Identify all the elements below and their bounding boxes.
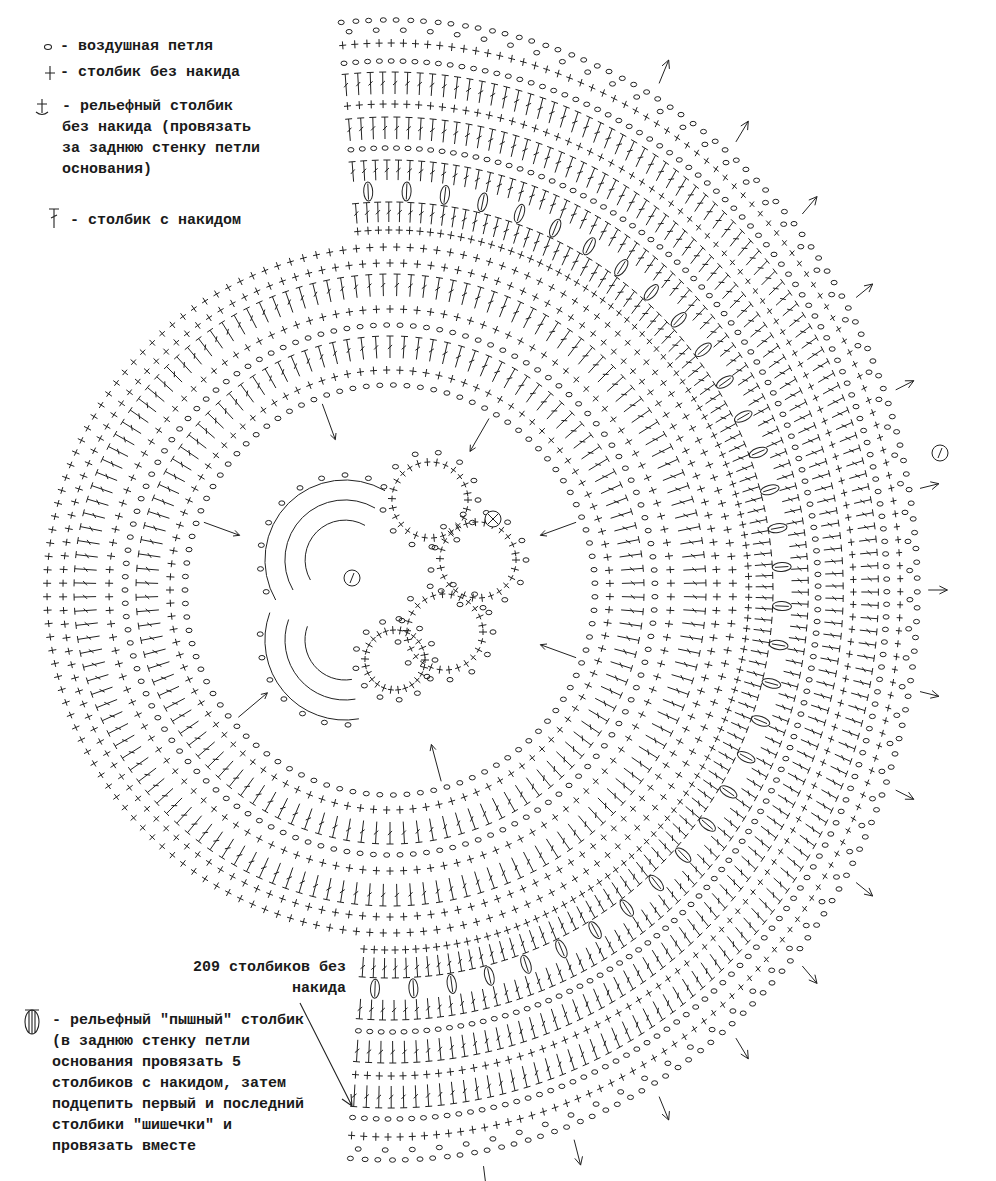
puff-stitch [370, 979, 380, 998]
puff-stitch [669, 310, 689, 329]
puff-symbol [25, 1010, 39, 1034]
puff-stitch [402, 182, 412, 201]
puff-stitch [759, 483, 780, 496]
legend-text: - воздушная петля [60, 38, 213, 55]
puff-stitch [363, 182, 373, 201]
puff-stitch [581, 236, 598, 257]
puff-stitch [772, 601, 791, 611]
legend-text-box: - рельефный "пышный" столбик (в заднюю с… [52, 1010, 322, 1157]
puff-stitch [586, 920, 604, 941]
legend-text: - столбик с накидом [70, 212, 241, 229]
puff-stitch [476, 192, 489, 213]
puff-stitch [673, 845, 693, 864]
puff-stitch [772, 562, 791, 572]
puff-stitch [518, 954, 533, 975]
marker-strokes [350, 448, 942, 583]
puff-stitch [714, 373, 735, 391]
chain-symbol [45, 45, 52, 50]
puff-stitch [647, 873, 666, 893]
sc-symbol [45, 66, 55, 80]
puff-stitch [408, 979, 418, 999]
puff-stitch [697, 815, 718, 833]
puff-stitch [612, 257, 630, 278]
puff-stitch [439, 185, 451, 205]
puff-stitch [693, 340, 714, 359]
legend-samples [25, 45, 352, 1107]
dc-symbol [49, 209, 59, 228]
stitch-layer [43, 18, 948, 1181]
puff-stitch [750, 714, 771, 729]
stitch-symbols [43, 39, 947, 1181]
puff-stitch [736, 749, 757, 765]
relief-sc-symbol [36, 99, 48, 115]
legend-text-box: - столбик с накидом [70, 210, 290, 231]
puff-stitch [718, 783, 739, 800]
puff-stitch [617, 898, 636, 919]
puff-stitch [446, 974, 458, 994]
legend-text-box: - рельефный столбик без накида (провязат… [62, 96, 267, 180]
puff-stitch [512, 203, 527, 224]
legend-text-box: - воздушная петля [60, 36, 290, 57]
legend-text: - рельефный "пышный" столбик (в заднюю с… [52, 1012, 304, 1155]
leader-line [300, 1003, 352, 1106]
puff-stitch [769, 639, 789, 651]
puff-stitch [733, 408, 754, 424]
puff-stitch [768, 522, 788, 534]
legend-text: - столбик без накида [60, 64, 240, 81]
puff-stitch [642, 282, 661, 302]
note-label-box: 209 столбиков без накида [176, 957, 346, 999]
legend-text: - рельефный столбик без накида (провязат… [62, 98, 260, 178]
puff-stitch [761, 677, 782, 690]
puff-stitch [748, 445, 769, 460]
legend-text-box: - столбик без накида [60, 62, 290, 83]
note-label: 209 столбиков без накида [193, 959, 346, 997]
puff-stitch [547, 218, 563, 239]
chain-loops [122, 18, 920, 1163]
puff-stitch [483, 966, 497, 987]
puff-stitch [553, 938, 569, 959]
